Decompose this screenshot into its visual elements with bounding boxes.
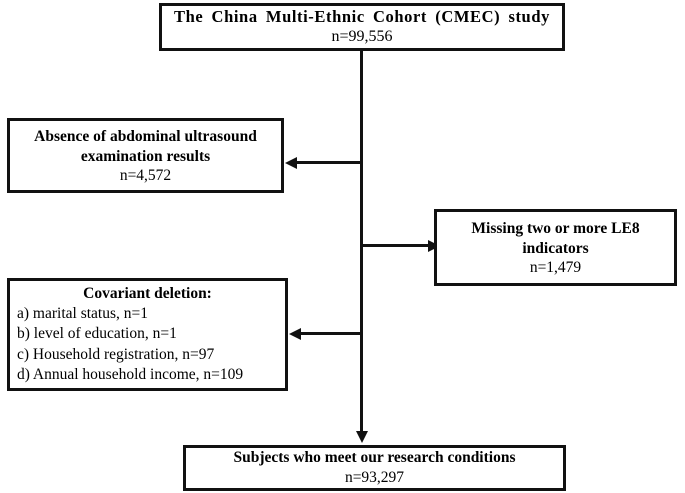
- node-cohort-count: n=99,556: [331, 28, 393, 46]
- connector-branch-le8: [361, 244, 428, 247]
- node-cohort-title: The China Multi-Ethnic Cohort (CMEC) stu…: [174, 7, 550, 27]
- node-covariant-box: Covariant deletion: a) marital status, n…: [7, 278, 288, 391]
- node-le8-title-line1: Missing two or more LE8: [471, 219, 640, 237]
- node-covariant-item-b: b) level of education, n=1: [17, 325, 177, 343]
- node-final-count: n=93,297: [344, 469, 405, 486]
- node-le8-count: n=1,479: [529, 259, 582, 277]
- node-ultrasound-title-line2: examination results: [80, 147, 211, 165]
- node-ultrasound-title-line1: Absence of abdominal ultrasound: [34, 127, 257, 145]
- connector-branch-ultrasound: [289, 161, 361, 164]
- node-le8-title-line2: indicators: [522, 239, 589, 257]
- connector-branch-covariant: [293, 332, 361, 335]
- node-le8-box: Missing two or more LE8 indicators n=1,4…: [434, 209, 677, 286]
- connector-main-trunk: [360, 51, 363, 431]
- node-final-box: Subjects who meet our research condition…: [183, 445, 566, 491]
- node-covariant-item-d: d) Annual household income, n=109: [17, 365, 244, 383]
- node-final-title: Subjects who meet our research condition…: [233, 449, 516, 467]
- node-cohort-box: The China Multi-Ethnic Cohort (CMEC) stu…: [159, 3, 565, 51]
- node-covariant-item-c: c) Household registration, n=97: [17, 345, 215, 363]
- node-covariant-title: Covariant deletion:: [83, 285, 212, 303]
- arrowhead-down-icon: [355, 431, 368, 443]
- node-covariant-item-a: a) marital status, n=1: [17, 305, 148, 323]
- node-ultrasound-box: Absence of abdominal ultrasound examinat…: [7, 118, 284, 193]
- arrowhead-left-icon: [289, 327, 301, 340]
- node-ultrasound-count: n=4,572: [119, 167, 172, 185]
- arrowhead-left-icon: [285, 156, 297, 169]
